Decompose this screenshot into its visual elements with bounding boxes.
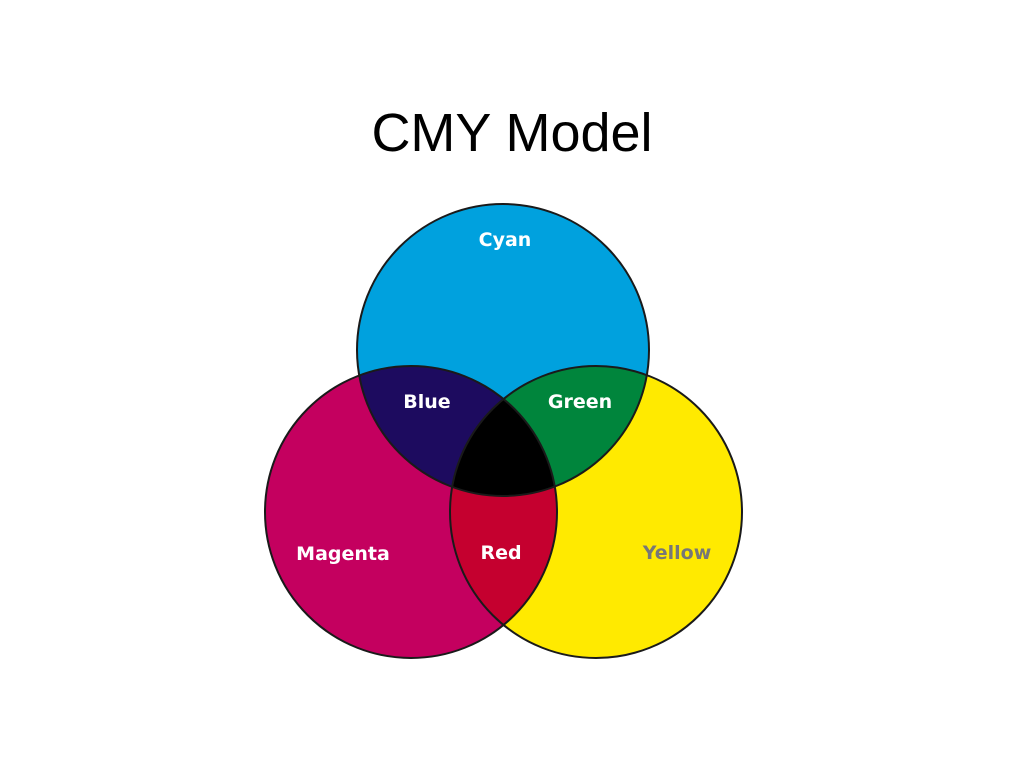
black-center-region bbox=[450, 366, 557, 496]
magenta-outline bbox=[264, 365, 558, 659]
red-label: Red bbox=[480, 542, 521, 564]
magenta-label: Magenta bbox=[296, 543, 390, 565]
blue-label: Blue bbox=[403, 391, 450, 413]
cyan-label: Cyan bbox=[479, 229, 532, 251]
green-label: Green bbox=[548, 391, 612, 413]
yellow-label: Yellow bbox=[642, 542, 712, 564]
yellow-outline bbox=[449, 365, 743, 659]
slide-title: CMY Model bbox=[371, 103, 653, 163]
cyan-outline bbox=[356, 203, 650, 497]
